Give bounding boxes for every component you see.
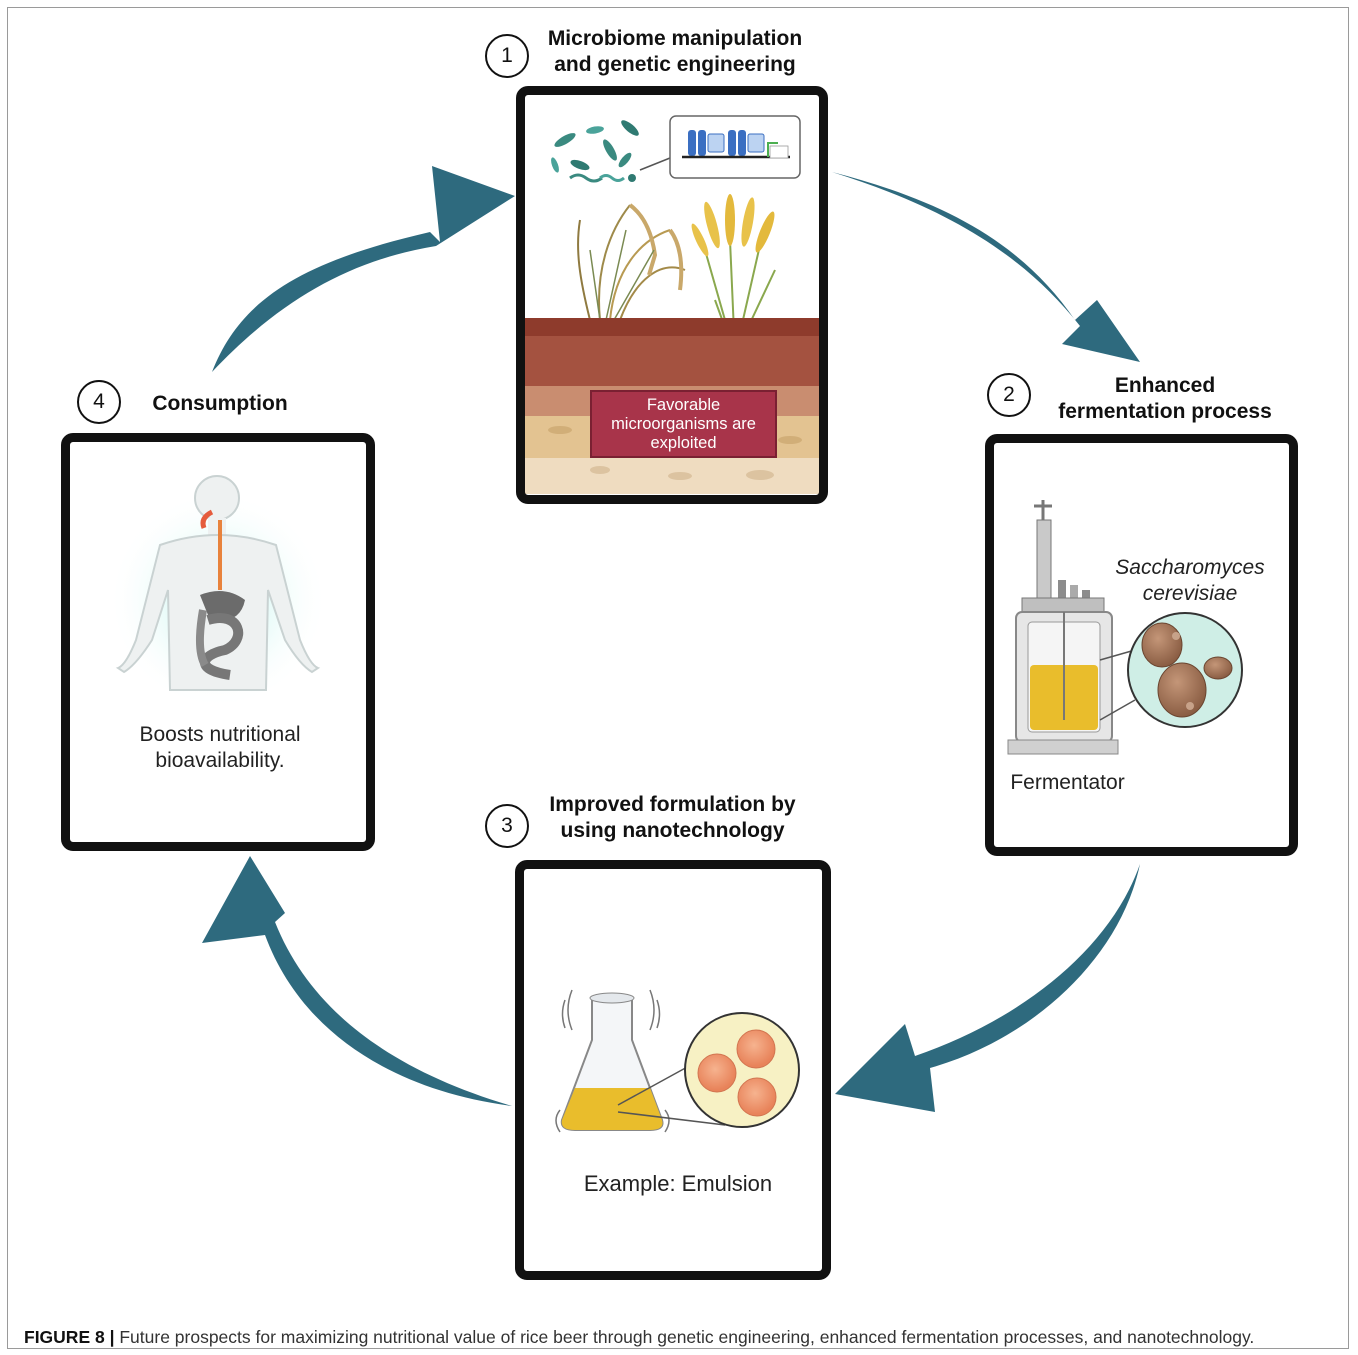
gene-construct-icon [669,115,801,179]
cycle-arrow-4-to-1 [212,166,515,372]
cycle-arrow-1-to-2 [832,172,1140,362]
figure-caption: FIGURE 8 | Future prospects for maximizi… [24,1327,1254,1348]
step-3-number: 3 [485,804,529,848]
step-4-number: 4 [77,380,121,424]
wheat-plant-icon [691,194,776,356]
cycle-arrow-3-to-4 [202,856,512,1106]
step-1-title-line-2: and genetic engineering [554,53,796,76]
flask-illustration [555,989,726,1133]
step-1-panel [516,86,828,504]
step-3-title-line-2: using nanotechnology [560,819,785,842]
cycle-arrow-2-to-3 [835,864,1140,1112]
step-3-title: Improved formulation by using nanotechno… [530,792,815,844]
organism-species: cerevisiae [1142,582,1238,605]
soil-label-line-1: Favorable [646,395,721,414]
soil-label-line-3: exploited [650,433,717,452]
yeast-bubble-icon [1127,612,1243,728]
step-2-title-line-2: fermentation process [1058,400,1272,423]
step-2-number: 2 [987,373,1031,417]
diagram-graphics [108,115,1243,1133]
rice-plant-icon [577,203,686,321]
benefit-line-1: Boosts nutritional [139,723,301,746]
step-2-title: Enhanced fermentation process [1040,373,1290,425]
step-4-panel [61,433,375,851]
caption-text: Future prospects for maximizing nutritio… [119,1327,1255,1347]
soil-label-line-2: microorganisms are [611,414,756,433]
emulsion-droplets-icon [684,1012,800,1128]
step-3-panel [515,860,831,1280]
bacteria-cluster-icon [551,120,639,183]
organism-name: Saccharomyces cerevisiae [1100,555,1280,607]
benefit-line-2: bioavailability. [155,749,285,772]
figure-frame [7,7,1349,1349]
step-1-title-line-1: Microbiome manipulation [547,27,803,50]
step-1-number: 1 [485,34,529,78]
fermentator-illustration [1007,500,1136,755]
step-2-panel [985,434,1298,856]
organism-genus: Saccharomyces [1115,556,1265,579]
human-digestive-illustration [108,475,328,710]
step-4-title: Consumption [152,392,288,415]
emulsion-example-label: Example: Emulsion [583,1171,773,1196]
step-1-title: Microbiome manipulation and genetic engi… [530,26,820,78]
fermentator-label: Fermentator [1010,771,1125,794]
favorable-microorganisms-label: Favorable microorganisms are exploited [590,390,777,458]
step-3-title-line-1: Improved formulation by [549,793,796,816]
nutritional-benefit-text: Boosts nutritional bioavailability. [100,722,340,774]
figure-label: FIGURE 8 | [24,1327,115,1347]
step-2-title-line-1: Enhanced [1114,374,1216,397]
